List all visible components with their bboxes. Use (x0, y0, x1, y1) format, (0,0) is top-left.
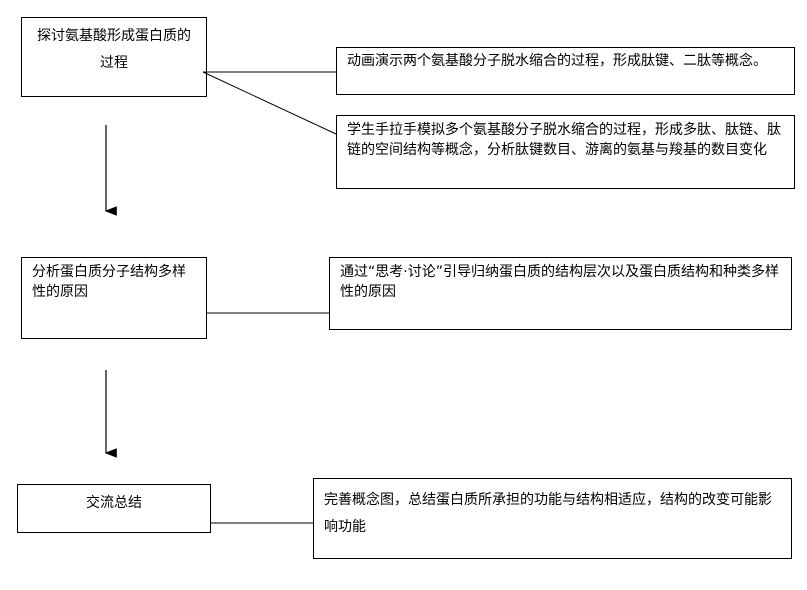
step-box: 分析蛋白质分子结构多样性的原因 (21, 257, 207, 339)
detail-box: 通过“思考·讨论”引导归纳蛋白质的结构层次以及蛋白质结构和种类多样性的原因 (329, 257, 792, 330)
connector-line (202, 71, 337, 135)
detail-box: 学生手拉手模拟多个氨基酸分子脱水缩合的过程，形成多肽、肽链、肽链的空间结构等概念… (336, 115, 795, 189)
detail-box: 完善概念图，总结蛋白质所承担的功能与结构相适应，结构的改变可能影响功能 (313, 478, 792, 559)
step-box: 交流总结 (17, 484, 211, 533)
detail-box: 动画演示两个氨基酸分子脱水缩合的过程，形成肽键、二肽等概念。 (336, 47, 795, 95)
step-box: 探讨氨基酸形成蛋白质的过程 (21, 17, 207, 97)
